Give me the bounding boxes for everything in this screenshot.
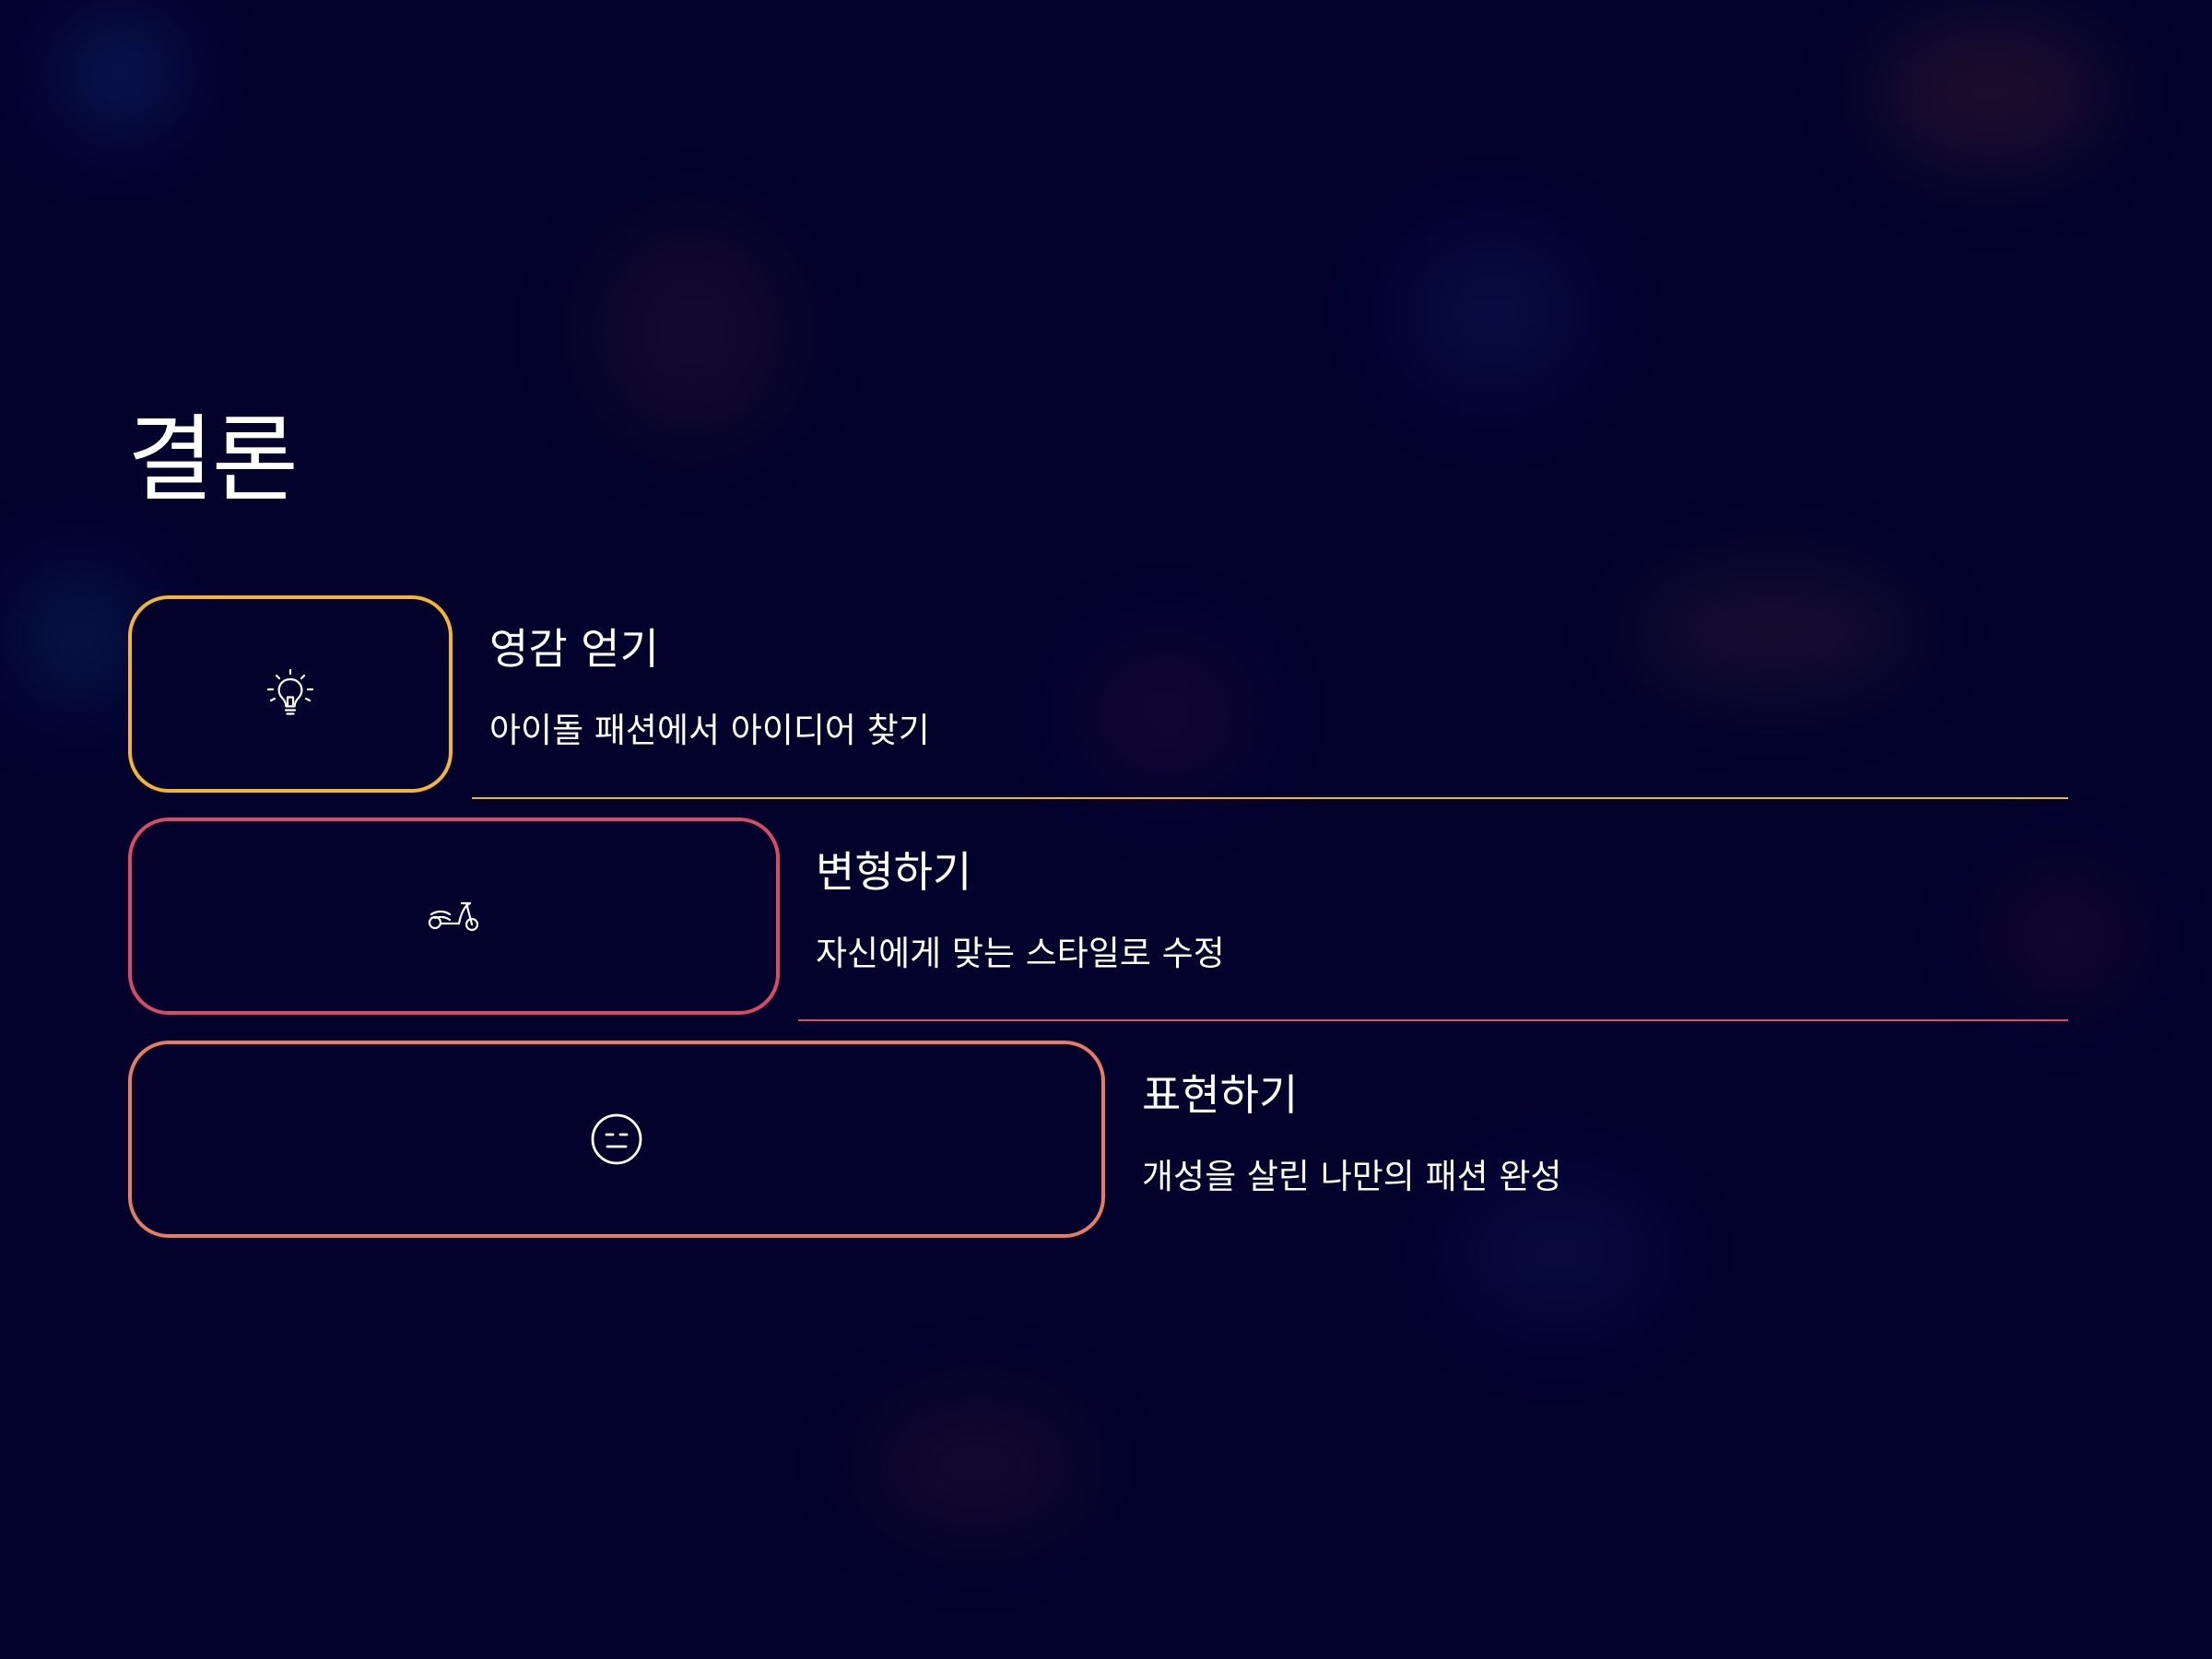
inspiration-description: 아이돌 패션에서 아이디어 찾기 (489, 711, 930, 750)
background-glow (55, 9, 184, 138)
transform-title: 변형하기 (816, 847, 972, 897)
neutral-face-icon (591, 1113, 642, 1165)
inspiration-card (128, 595, 453, 793)
slide-title: 결론 (127, 406, 299, 515)
express-title: 표현하기 (1142, 1070, 1299, 1120)
transform-divider (798, 1019, 2068, 1021)
express-card (128, 1041, 1105, 1238)
inspiration-divider (472, 797, 2068, 799)
transform-card (128, 818, 780, 1015)
background-glow (1401, 230, 1585, 396)
inspiration-title: 영감 얻기 (489, 624, 659, 674)
background-glow (1631, 562, 1917, 700)
lightbulb-icon (266, 668, 314, 715)
transform-description: 자신에게 맞는 스타일로 수정 (816, 934, 1225, 973)
background-glow (1871, 9, 2111, 175)
background-glow (590, 221, 793, 442)
express-description: 개성을 살린 나만의 패션 완성 (1142, 1157, 1562, 1196)
background-glow (1456, 1180, 1659, 1327)
background-glow (1991, 866, 2138, 1005)
background-glow (9, 562, 147, 710)
background-glow (866, 1392, 1088, 1539)
background-glow (1078, 636, 1253, 793)
scooter-icon (428, 901, 478, 932)
